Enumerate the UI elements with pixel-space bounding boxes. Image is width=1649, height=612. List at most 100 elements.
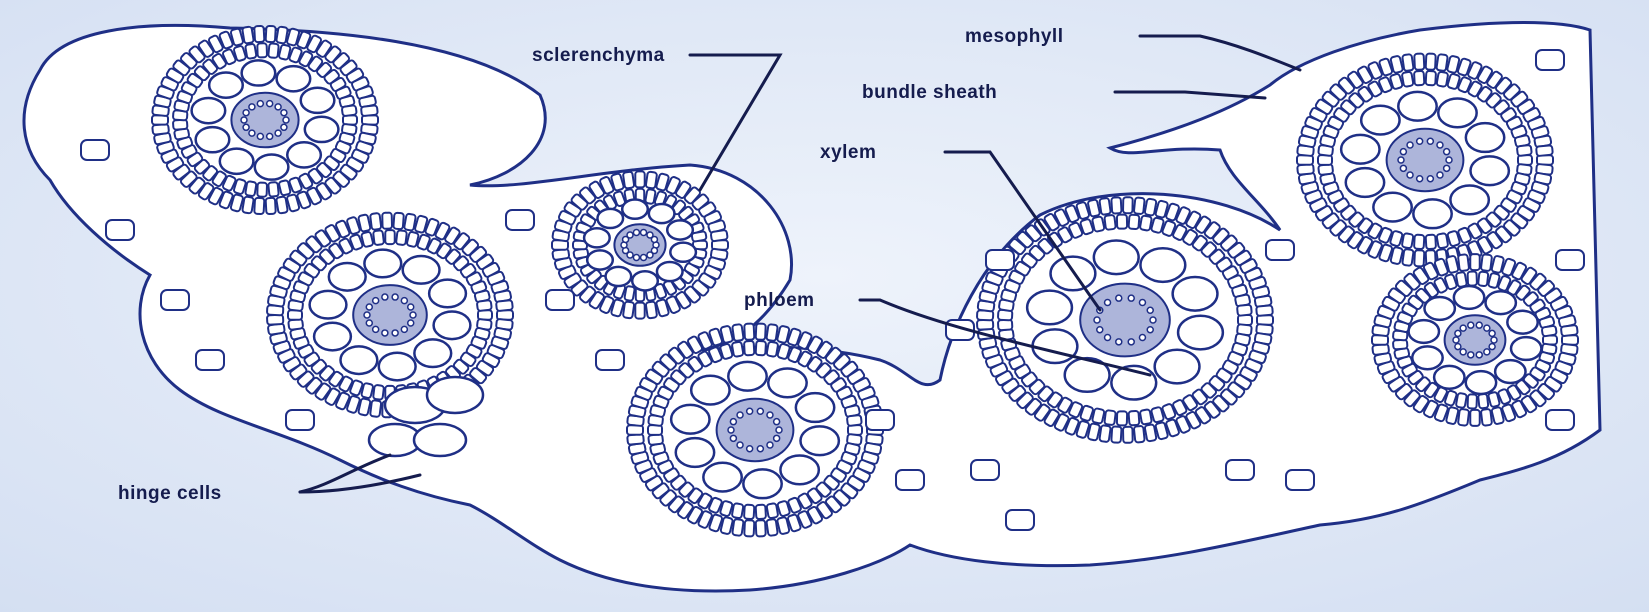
mesophyll-cell [342,105,357,116]
epidermal-cell [106,220,134,240]
xylem-vessel [1427,176,1433,182]
mesophyll-cell [245,44,257,59]
mesophyll-cell [1104,215,1116,230]
xylem-vessel [1468,352,1474,358]
xylem-vessel [774,435,780,441]
bundle-sheath-cell [242,60,276,85]
xylem-vessel [1453,337,1459,343]
mesophyll-cell [1104,410,1116,425]
xylem-vessel [730,419,736,425]
bundle-sheath-cell [192,98,226,123]
mesophyll-cell [1414,53,1424,69]
mesophyll-cell [732,324,744,341]
xylem-vessel [1455,344,1461,350]
epidermal-cell [81,140,109,160]
epidermal-cell [1006,510,1034,530]
bundle-sheath-cell [632,271,658,290]
mesophyll-cell [756,520,766,536]
mesophyll-cell [1478,394,1488,409]
bundle-sheath-cell [676,438,714,467]
mesophyll-cell [266,26,276,42]
bundle-sheath-cell [277,66,311,91]
bundle-sheath-cell [314,323,351,351]
xylem-vessel [774,419,780,425]
xylem-vessel [1407,172,1413,178]
xylem-vessel [267,133,273,139]
mesophyll-cell [254,198,264,214]
epidermal-cell [1226,460,1254,480]
xylem-vessel [1116,339,1122,345]
xylem-vessel [747,408,753,414]
bundle-sheath-cell [597,209,623,228]
mesophyll-cell [1468,394,1477,408]
mesophyll-cell [370,213,381,230]
bundle-sheath-cell [1466,371,1496,394]
bundle-sheath-cell [1173,277,1218,311]
mesophyll-cell [635,171,644,187]
mesophyll-cell [370,400,381,417]
mesophyll-cell [1134,197,1145,214]
xylem-vessel [1094,317,1100,323]
label-phloem: phloem [744,290,815,311]
mesophyll-cell [1414,71,1424,86]
bundle-sheath-cell [691,376,729,405]
bundle-sheath-cell [305,117,339,142]
mesophyll-cell [1402,54,1414,71]
bundle-sheath-cell [434,312,471,340]
mesophyll-cell [1140,409,1152,425]
mesophyll-cell [361,231,374,247]
bundle-sheath-cell [671,405,709,434]
mesophyll-cell [1099,198,1111,215]
bundle-sheath-cell [703,463,741,492]
bundle-sheath-cell [796,393,834,422]
bundle-sheath-cell [1495,360,1525,383]
xylem-vessel [1417,138,1423,144]
bundle-sheath-cell [414,339,451,367]
mesophyll-cell [268,182,279,197]
xylem-vessel [1476,322,1482,328]
mesophyll-cell [766,324,778,341]
mesophyll-cell [257,43,267,57]
bundle-sheath-cell [728,362,766,391]
xylem-vessel [1437,142,1443,148]
bundle-sheath-cell [255,154,289,179]
xylem-vessel [730,435,736,441]
mesophyll-cell [276,196,288,213]
bundle-sheath-cell [780,455,818,484]
bundle-sheath-cell [209,73,243,98]
xylem-vessel [366,320,372,326]
mesophyll-cell [1111,197,1121,214]
mesophyll-cell [744,323,754,339]
xylem-vessel [366,304,372,310]
mesophyll-cell [1117,215,1127,229]
epidermal-cell [1266,240,1294,260]
xylem-vessel [1484,349,1490,355]
bundle-sheath-cell [1361,106,1399,135]
xylem-vessel [392,294,398,300]
mesophyll-cell [744,341,754,356]
epidermal-cell [506,210,534,230]
epidermal-cell [286,410,314,430]
bundle-sheath-cell [622,200,648,219]
bundle-sheath-cell [1466,123,1504,152]
mesophyll-cell [279,180,291,196]
mesophyll-cell [1144,424,1156,441]
xylem-vessel [1437,172,1443,178]
xylem-vessel [1400,165,1406,171]
mesophyll-cell [373,385,384,400]
epidermal-cell [1536,50,1564,70]
epidermal-cell [1546,410,1574,430]
bundle-sheath-cell [310,291,347,319]
mesophyll-cell [766,503,778,518]
xylem-vessel [1489,330,1495,336]
xylem-vessel [1407,142,1413,148]
mesophyll-cell [1140,215,1152,231]
xylem-vessel [776,427,782,433]
epidermal-cell [161,290,189,310]
mesophyll-cell [396,230,407,245]
bundle-sheath-cell [1450,185,1488,214]
bundle-sheath-cell [287,142,321,167]
bundle-sheath-cell [379,353,416,381]
xylem-vessel [243,110,249,116]
